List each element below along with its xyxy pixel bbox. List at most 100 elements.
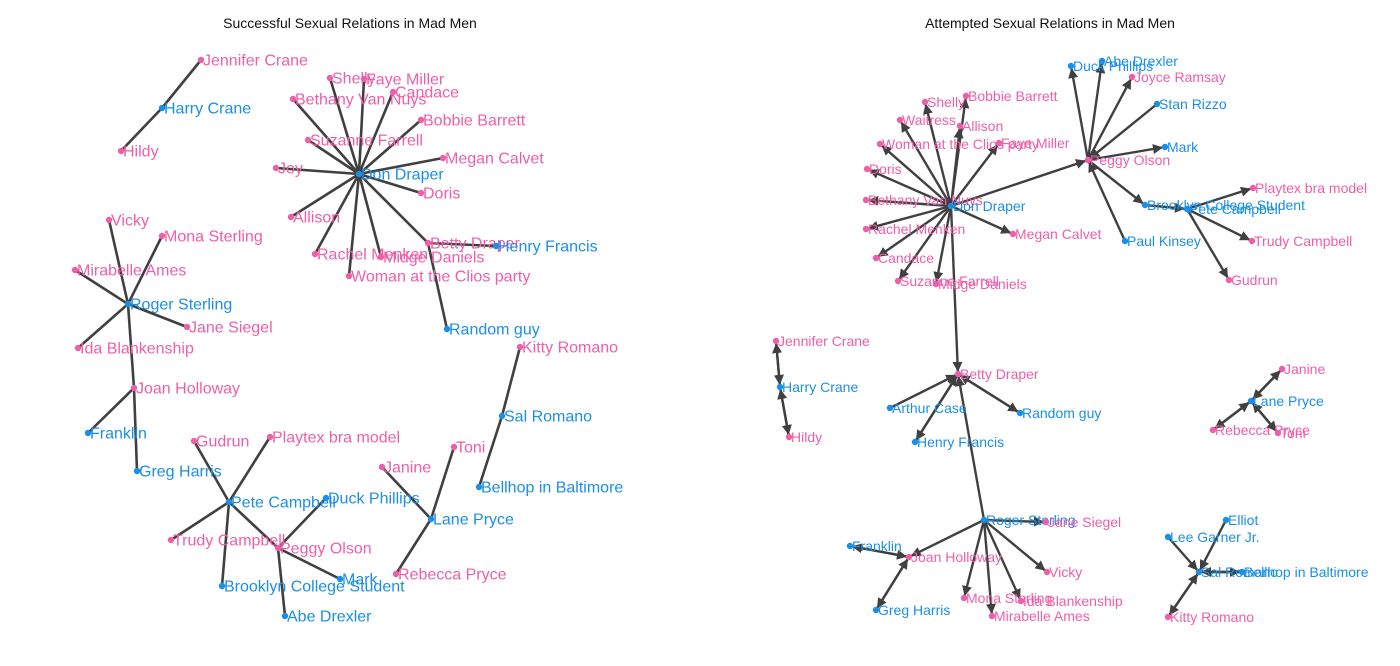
edge-harry_crane-hildy xyxy=(120,107,163,152)
edge-layer xyxy=(74,59,522,617)
node-label-playtex: Playtex bra model xyxy=(272,430,400,447)
node-dot-megan xyxy=(439,154,447,162)
node-label-franklin: Franklin xyxy=(90,426,147,443)
node-label-shelly: Shelly xyxy=(332,71,376,88)
node-dot-midge xyxy=(932,280,940,288)
edge-peggy-duck xyxy=(277,497,327,549)
node-label-random_guy: Random guy xyxy=(1022,405,1101,421)
node-label-vicky: Vicky xyxy=(111,213,149,230)
edge-hildy-harry_crane xyxy=(777,388,791,438)
edge-don-joy xyxy=(275,166,360,176)
node-label-suzanne: Suzanne Farrell xyxy=(900,273,999,289)
edge-toni-lane xyxy=(1252,402,1279,434)
node-dot-sal xyxy=(498,412,506,420)
edge-roger-mona xyxy=(126,235,164,305)
node-label-jane: Jane Siegel xyxy=(189,320,273,337)
node-dot-gudrun xyxy=(190,437,198,445)
edge-pete-gudrun xyxy=(192,440,231,503)
edge-betty-henry xyxy=(427,241,497,248)
node-dot-allison xyxy=(287,213,295,221)
edge-greg-joan xyxy=(874,558,909,611)
node-label-janine: Janine xyxy=(384,460,431,477)
node-dot-abe xyxy=(1098,57,1106,65)
node-label-trudy: Trudy Campbell xyxy=(173,533,285,550)
node-dot-lane xyxy=(427,515,435,523)
node-dot-candace xyxy=(389,88,397,96)
edge-rebecca-lane xyxy=(1212,401,1250,431)
node-label-joy: Joy xyxy=(278,161,303,178)
node-label-roger: Roger Sterling xyxy=(986,512,1076,528)
edge-don-bethany xyxy=(867,195,952,208)
node-label-jane: Jane Siegel xyxy=(1048,514,1121,530)
edge-peggy-abe xyxy=(1086,62,1106,161)
edge-don-suzanne xyxy=(307,138,360,176)
node-dot-jennifer_crane xyxy=(772,337,780,345)
edge-brooklyn-pete xyxy=(1144,202,1186,213)
node-label-rebecca: Rebecca Pryce xyxy=(398,567,507,584)
node-dot-bellhop xyxy=(1238,568,1246,576)
node-label-midge: Midge Daniels xyxy=(383,250,484,267)
edge-peggy-mark xyxy=(1087,144,1164,162)
edge-don-faye_miller xyxy=(357,78,366,175)
edge-franklin-joan xyxy=(849,544,908,560)
node-label-doris: Doris xyxy=(423,186,460,203)
node-dot-stan xyxy=(1153,100,1161,108)
node-dot-joyce xyxy=(1128,73,1136,81)
node-label-betty: Betty Draper xyxy=(960,366,1039,382)
node-dot-sal xyxy=(1195,568,1203,576)
node-label-pete: Pete Campbell xyxy=(231,495,336,512)
node-label-bobbie: Bobbie Barrett xyxy=(968,88,1058,104)
node-label-ida: Ida Blankenship xyxy=(1023,593,1123,609)
edge-betty-random_guy xyxy=(426,242,449,330)
edge-joan-greg xyxy=(132,387,139,472)
edge-roger-mona xyxy=(962,519,986,597)
edge-lane-toni xyxy=(429,446,456,520)
node-dot-mirabelle xyxy=(71,266,79,274)
edge-pete-trudy xyxy=(170,500,230,542)
node-label-faye_miller: Faye Miller xyxy=(1001,135,1070,151)
node-label-bobbie: Bobbie Barrett xyxy=(423,113,526,130)
node-dot-faye_miller xyxy=(360,75,368,83)
node-label-janine: Janine xyxy=(1284,361,1325,377)
node-label-hildy: Hildy xyxy=(791,429,822,445)
node-dot-don xyxy=(947,202,955,210)
node-dot-woman_clios xyxy=(345,272,353,280)
node-dot-peggy xyxy=(274,544,282,552)
edge-roger-mirabelle xyxy=(74,268,129,306)
node-dot-trudy xyxy=(1248,237,1256,245)
edge-roger-vicky xyxy=(107,219,130,305)
edge-roger-betty xyxy=(955,375,986,521)
edge-don-suzanne xyxy=(898,205,952,280)
edge-pete-gudrun xyxy=(1185,208,1229,279)
node-label-henry: Henry Francis xyxy=(498,239,598,256)
node-dot-rebecca xyxy=(392,570,400,578)
node-label-woman_clios: Woman at the Clios party xyxy=(351,269,530,286)
node-dot-franklin xyxy=(846,542,854,550)
node-label-lane: Lane Pryce xyxy=(433,512,514,529)
node-label-random_guy: Random guy xyxy=(449,322,540,339)
edge-don-rachel xyxy=(313,173,361,255)
node-dot-playtex xyxy=(266,433,274,441)
node-dot-duck xyxy=(322,494,330,502)
node-dot-rachel xyxy=(862,225,870,233)
node-dot-duck xyxy=(1067,62,1075,70)
node-label-jennifer_crane: Jennifer Crane xyxy=(778,333,870,349)
node-label-faye_miller: Faye Miller xyxy=(366,72,445,89)
node-label-hildy: Hildy xyxy=(123,144,159,161)
node-label-don: Don Draper xyxy=(953,198,1026,214)
node-label-bethany: Bethany Van Nuys xyxy=(295,92,426,109)
edge-don-woman_clios xyxy=(347,173,361,277)
node-label-franklin: Franklin xyxy=(852,538,902,554)
node-dot-brooklyn xyxy=(1141,201,1149,209)
edge-don-candace xyxy=(357,91,395,175)
edge-peggy-joyce xyxy=(1086,78,1132,161)
edge-joan-franklin xyxy=(87,387,135,434)
node-dot-bobbie xyxy=(962,92,970,100)
node-dot-bellhop xyxy=(475,483,483,491)
node-dot-random_guy xyxy=(1016,409,1024,417)
node-label-greg: Greg Harris xyxy=(139,464,222,481)
node-dot-harry_crane xyxy=(776,383,784,391)
node-dot-mona xyxy=(960,594,968,602)
node-label-abe: Abe Drexler xyxy=(287,609,372,626)
node-dot-lee xyxy=(1164,533,1172,541)
